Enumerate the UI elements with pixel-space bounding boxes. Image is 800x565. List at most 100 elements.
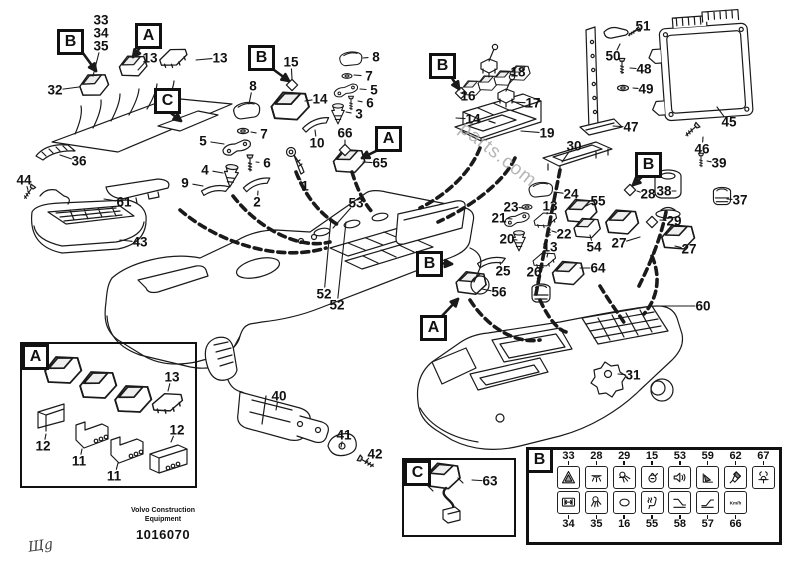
leader-lines: [26, 29, 733, 482]
legend-num-34: 34: [562, 518, 575, 530]
legend-num-35: 35: [590, 518, 603, 530]
callout-30: 30: [566, 138, 582, 154]
legend-num-58: 58: [673, 518, 686, 530]
callout-1: 1: [301, 178, 309, 194]
callout-27: 27: [681, 241, 697, 257]
callout-54: 54: [586, 239, 602, 255]
switch-20-drawing: [512, 230, 526, 252]
switch-13-right-drawing: [157, 44, 190, 72]
trim-36-drawing: [35, 144, 76, 161]
work-light-front-icon: [612, 466, 636, 489]
callout-20: 20: [499, 231, 515, 247]
callout-32: 32: [47, 82, 63, 98]
callout-52: 52: [316, 286, 332, 302]
boom-raise-icon: [696, 491, 720, 514]
callout-52: 52: [329, 297, 345, 313]
storage-box-43-drawing: [30, 189, 147, 254]
callout-6: 6: [263, 155, 271, 171]
callout-17: 17: [525, 95, 541, 111]
corner-handwriting: Щg: [27, 536, 54, 556]
inset-c-contents: [423, 458, 464, 524]
callout-12: 12: [169, 422, 185, 438]
legend-column-67: 67: [750, 451, 777, 541]
legend-num-57: 57: [701, 518, 714, 530]
legend-tick: [595, 461, 598, 465]
legend-tick: [762, 461, 765, 465]
callout-23: 23: [503, 199, 519, 215]
callout-13: 13: [542, 239, 558, 255]
legend-tick: [623, 461, 625, 465]
callout-22: 22: [556, 226, 572, 242]
kmh-icon: Km/h: [724, 491, 748, 514]
callout-7: 7: [365, 68, 373, 84]
callout-48: 48: [636, 61, 652, 77]
legend-tick: [679, 461, 681, 465]
ecu-45-drawing: [648, 8, 754, 122]
cab-light-icon: [584, 466, 608, 489]
callout-46: 46: [694, 141, 710, 157]
oval-ring-icon: [612, 491, 636, 514]
callout-29: 29: [666, 213, 682, 229]
callout-21: 21: [491, 210, 507, 226]
legend-column-28: 28 35: [583, 451, 610, 541]
keys-1-drawing: [285, 146, 305, 175]
boom-lower-icon: [668, 491, 692, 514]
legend-tick: [651, 461, 653, 465]
key-switch-3-drawing: [331, 103, 345, 125]
callout-38: 38: [656, 183, 672, 199]
legend-tick: [734, 461, 737, 465]
callout-35: 35: [93, 38, 109, 54]
callout-18: 18: [510, 64, 526, 80]
callout-7: 7: [260, 126, 268, 142]
legend-tick: [706, 515, 709, 519]
callout-31: 31: [625, 367, 641, 383]
socket-37-drawing: [712, 186, 732, 206]
switch-64-drawing: [549, 256, 587, 290]
hazard-triangle-icon: [557, 466, 580, 489]
legend-num-67: 67: [757, 450, 770, 462]
lever-40-drawing: [204, 336, 329, 444]
bracket-5-mid-drawing: [333, 83, 359, 98]
rocker-14-mid-drawing: [267, 85, 313, 127]
callout-5: 5: [199, 133, 207, 149]
callout-26: 26: [526, 264, 542, 280]
figure-number: 1016070: [135, 526, 191, 542]
callout-8: 8: [249, 78, 257, 94]
legend-tick: [567, 515, 570, 519]
stand-47-drawing: [579, 26, 623, 136]
callout-15: 15: [283, 54, 299, 70]
switch-27a-drawing: [602, 204, 642, 240]
legend-tick: [595, 515, 598, 519]
callout-45: 45: [721, 114, 737, 130]
callout-6: 6: [366, 95, 374, 111]
letterbox-b: B: [429, 53, 456, 79]
inset-box-c: [402, 458, 516, 537]
letterbox-b: B: [416, 251, 443, 277]
callout-42: 42: [367, 446, 383, 462]
legend-tick: [734, 515, 737, 519]
legend-num-28: 28: [590, 450, 603, 462]
inset-a-contents: [37, 350, 188, 474]
callout-47: 47: [623, 119, 639, 135]
legend-num-16: 16: [618, 518, 631, 530]
callout-50: 50: [605, 48, 621, 64]
callout-19: 19: [539, 125, 555, 141]
legend-num-59: 59: [701, 450, 714, 462]
callout-53: 53: [348, 195, 364, 211]
legend-num-53: 53: [673, 450, 686, 462]
callout-27: 27: [611, 235, 627, 251]
legend-num-33: 33: [562, 450, 575, 462]
washer-23-drawing: [521, 204, 533, 210]
callout-36: 36: [71, 153, 87, 169]
footer-brand-line2: Equipment: [144, 515, 182, 523]
screw-6-mid-drawing: [347, 95, 355, 111]
hand-lamp-icon: [724, 466, 748, 489]
bracket-21-drawing: [503, 212, 530, 227]
letterbox-a: A: [420, 315, 447, 341]
svg-text:Km/h: Km/h: [730, 500, 742, 505]
ignition-switch-4-drawing: [222, 163, 240, 189]
callout-2: 2: [253, 194, 261, 210]
